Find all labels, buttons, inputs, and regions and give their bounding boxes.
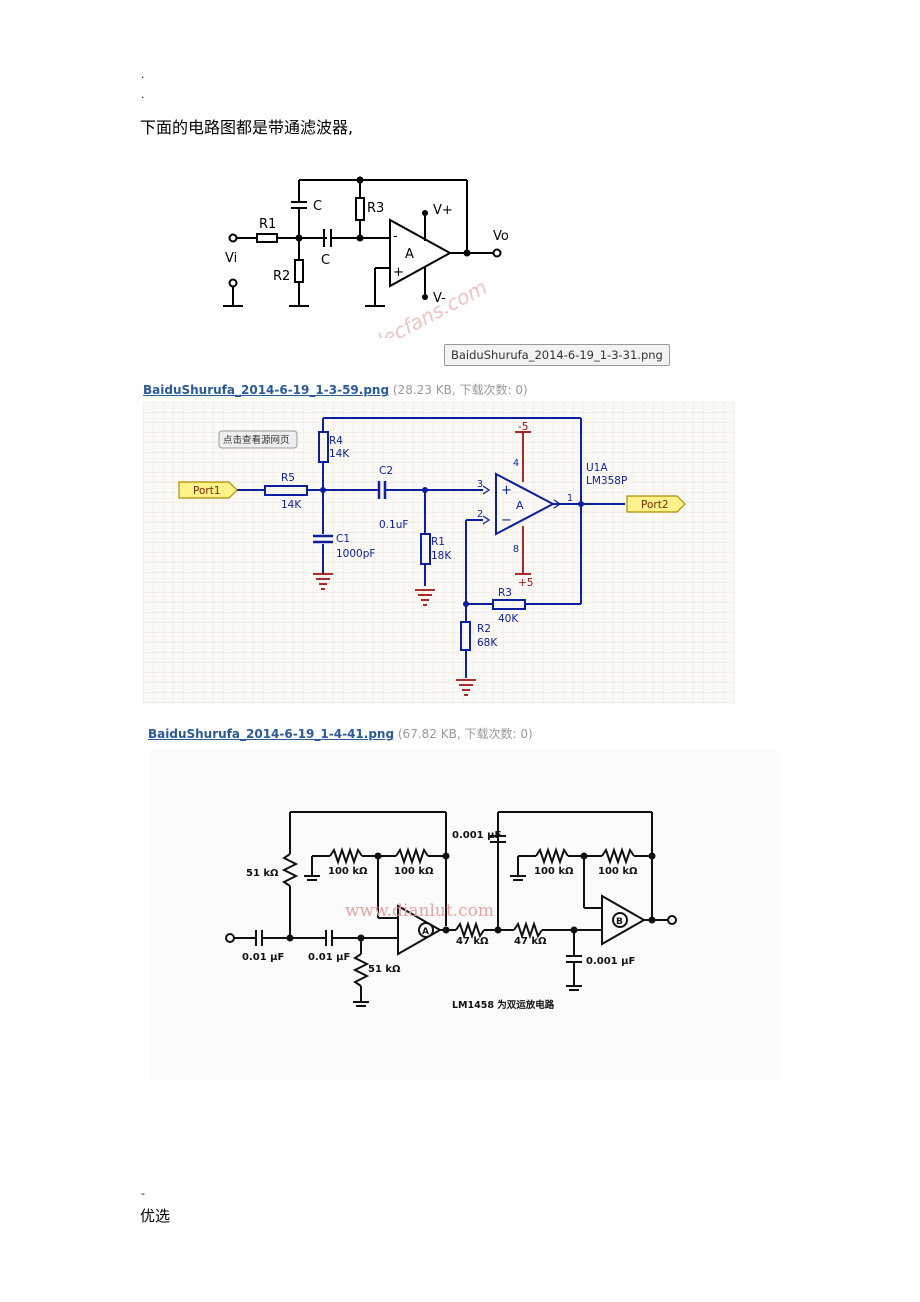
label-vo: Vo bbox=[493, 229, 509, 244]
label-c2-value: 0.1uF bbox=[379, 519, 408, 531]
figure-3-circuit[interactable]: 51 kΩ 100 kΩ 100 kΩ 0.01 μF 0.01 μF 51 k… bbox=[150, 750, 780, 1080]
label-51k-a: 51 kΩ bbox=[246, 868, 279, 879]
label-c-top: C bbox=[313, 199, 322, 214]
label-c2: C2 bbox=[379, 465, 393, 477]
label-r5: R5 bbox=[281, 472, 295, 484]
label-001uf-b: 0.01 μF bbox=[308, 952, 350, 963]
label-r3: R3 bbox=[498, 587, 512, 599]
label-r2: R2 bbox=[477, 623, 491, 635]
label-r4-value: 14K bbox=[329, 448, 350, 460]
label-pin1: 1 bbox=[567, 493, 573, 504]
caption-2-file-link[interactable]: BaiduShurufa_2014-6-19_1-4-41.png bbox=[148, 727, 395, 741]
label-0001uf-a: 0.001 μF bbox=[452, 830, 501, 841]
page-footer: 优选 bbox=[140, 1207, 171, 1225]
figure-2-schematic[interactable]: Port1 Port2 R4 14K R5 14K C1 1000pF C2 0… bbox=[143, 402, 735, 704]
label-minus: - bbox=[393, 229, 398, 244]
label-47k-b: 47 kΩ bbox=[514, 936, 547, 947]
label-amp-a: A bbox=[422, 927, 429, 937]
label-r4: R4 bbox=[329, 435, 343, 447]
label-vi: Vi bbox=[225, 251, 237, 266]
caption-2: BaiduShurufa_2014-6-19_1-4-41.png (67.82… bbox=[148, 725, 533, 742]
label-51k-b: 51 kΩ bbox=[368, 964, 401, 975]
view-source-button-label: 点击查看源网页 bbox=[223, 434, 290, 446]
label-vneg: -5 bbox=[518, 421, 528, 433]
label-c1: C1 bbox=[336, 533, 350, 545]
label-opamp-minus: − bbox=[501, 513, 512, 528]
label-amp-b: B bbox=[616, 917, 623, 927]
label-port2: Port2 bbox=[641, 499, 669, 511]
opamp-u1a bbox=[495, 472, 556, 536]
port2-connector[interactable] bbox=[626, 495, 686, 513]
label-pin4: 4 bbox=[513, 458, 519, 469]
label-001uf-a: 0.01 μF bbox=[242, 952, 284, 963]
page-marker-top-2: · bbox=[141, 91, 145, 104]
label-part: LM358P bbox=[586, 475, 627, 487]
label-r1-value: 18K bbox=[431, 550, 452, 562]
figure-1-circuit[interactable]: Vi R1 R2 R3 C C A - + V+ V- Vo elecfans.… bbox=[215, 168, 525, 338]
label-opamp-plus: + bbox=[501, 483, 512, 498]
label-r3: R3 bbox=[367, 201, 384, 216]
label-amp: A bbox=[405, 247, 414, 262]
label-0001uf-b: 0.001 μF bbox=[586, 956, 635, 967]
label-100k-a: 100 kΩ bbox=[328, 866, 368, 877]
r3-resistor bbox=[355, 197, 365, 221]
label-plus: + bbox=[393, 265, 404, 280]
label-pin8: 8 bbox=[513, 544, 519, 555]
label-r1: R1 bbox=[431, 536, 445, 548]
label-47k-a: 47 kΩ bbox=[456, 936, 489, 947]
caption-1: BaiduShurufa_2014-6-19_1-3-59.png (28.23… bbox=[143, 381, 528, 398]
label-vpos: +5 bbox=[518, 577, 533, 589]
label-lm1458-note: LM1458 为双运放电路 bbox=[452, 999, 555, 1011]
label-u1a: U1A bbox=[586, 462, 608, 474]
caption-1-file-link[interactable]: BaiduShurufa_2014-6-19_1-3-59.png bbox=[143, 383, 390, 397]
label-r2: R2 bbox=[273, 269, 290, 284]
label-port1: Port1 bbox=[193, 485, 221, 497]
ground-terminal bbox=[228, 278, 238, 288]
label-opamp-a: A bbox=[516, 499, 524, 512]
label-r3-value: 40K bbox=[498, 613, 519, 625]
label-pin3: 3 bbox=[477, 479, 483, 490]
watermark-dianlut: www.dianlut.com bbox=[345, 901, 494, 921]
label-100k-d: 100 kΩ bbox=[598, 866, 638, 877]
opamp-a bbox=[389, 218, 453, 288]
r1-resistor bbox=[256, 233, 278, 243]
label-vminus: V- bbox=[433, 291, 446, 306]
page-marker-top-1: · bbox=[141, 71, 145, 84]
vi-terminal bbox=[228, 233, 238, 243]
label-r1: R1 bbox=[259, 217, 276, 232]
label-vplus: V+ bbox=[433, 203, 453, 218]
caption-1-meta: (28.23 KB, 下载次数: 0) bbox=[392, 383, 528, 397]
label-100k-c: 100 kΩ bbox=[534, 866, 574, 877]
label-100k-b: 100 kΩ bbox=[394, 866, 434, 877]
page-heading: 下面的电路图都是带通滤波器, bbox=[140, 118, 354, 137]
label-c-series: C bbox=[321, 253, 330, 268]
image-tooltip: BaiduShurufa_2014-6-19_1-3-31.png bbox=[444, 344, 670, 366]
page-marker-bottom: - bbox=[141, 1187, 145, 1200]
label-c1-value: 1000pF bbox=[336, 548, 375, 560]
port1-connector[interactable] bbox=[178, 481, 238, 499]
label-r2-value: 68K bbox=[477, 637, 498, 649]
caption-2-meta: (67.82 KB, 下载次数: 0) bbox=[397, 727, 533, 741]
label-r5-value: 14K bbox=[281, 499, 302, 511]
r2-resistor bbox=[294, 259, 304, 283]
view-source-button[interactable]: 点击查看源网页 bbox=[218, 430, 298, 449]
label-pin2: 2 bbox=[477, 509, 483, 520]
vo-terminal bbox=[492, 248, 502, 258]
